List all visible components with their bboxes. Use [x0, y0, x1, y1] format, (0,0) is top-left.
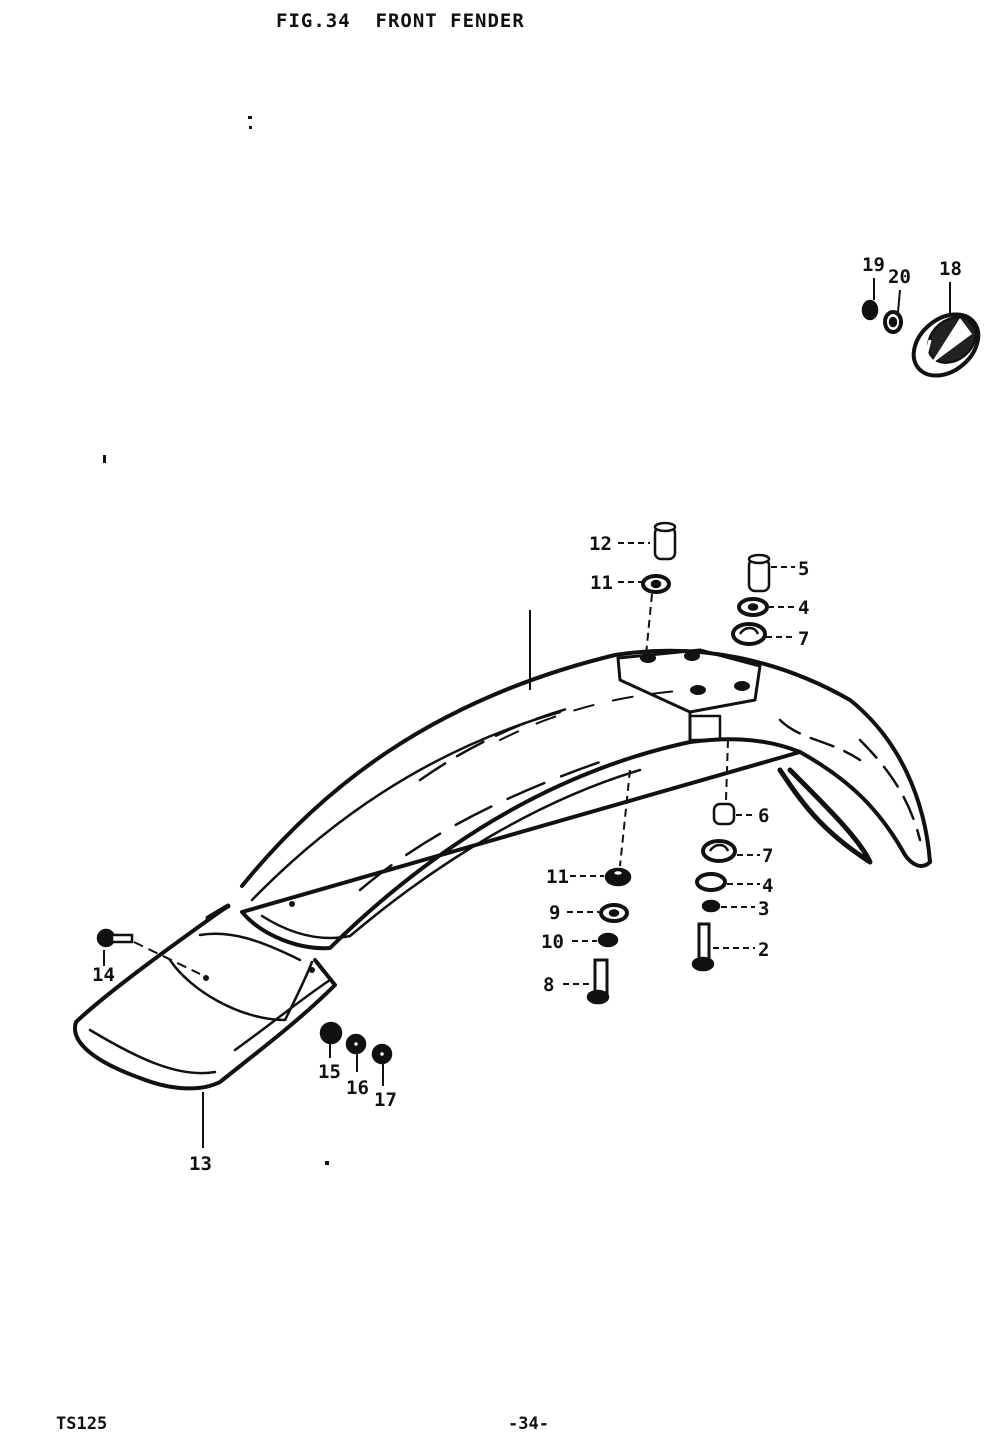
callout-4-lower: 4	[762, 875, 773, 897]
fender-mounting-holes	[289, 651, 750, 907]
part-11-lower-grommet	[604, 867, 632, 887]
callout-13: 13	[189, 1153, 212, 1175]
page-number: -34-	[508, 1414, 549, 1434]
part-7-upper-cushion	[731, 622, 767, 646]
part-4-lower-washer	[695, 872, 727, 892]
part-11-upper-grommet	[641, 574, 671, 594]
part-20-washer	[883, 310, 903, 334]
part-6-collar	[712, 802, 736, 826]
front-fender	[240, 648, 932, 951]
callout-19: 19	[862, 254, 885, 276]
callout-3: 3	[758, 898, 769, 920]
callout-20: 20	[888, 266, 911, 288]
part-5-collar	[747, 553, 771, 593]
part-2-bolt	[691, 922, 715, 972]
mud-flap	[73, 903, 337, 1091]
hardware-parts	[96, 299, 981, 1065]
callout-2: 2	[758, 939, 769, 961]
callout-11-upper: 11	[590, 572, 613, 594]
part-19-nut	[861, 299, 879, 321]
scan-specks	[103, 116, 329, 1165]
part-4-upper-washer	[737, 597, 769, 617]
leader-lines	[103, 278, 951, 1148]
callout-8: 8	[543, 974, 554, 996]
callout-14: 14	[92, 964, 115, 986]
callout-16: 16	[346, 1077, 369, 1099]
callout-6: 6	[758, 805, 769, 827]
callout-15: 15	[318, 1061, 341, 1083]
callout-17: 17	[374, 1089, 397, 1111]
callout-9: 9	[549, 902, 560, 924]
part-10-lock-washer	[597, 932, 619, 948]
part-16-washer	[345, 1033, 367, 1055]
callout-7-upper: 7	[798, 628, 809, 650]
part-18-reflector	[911, 312, 981, 378]
callout-12: 12	[589, 533, 612, 555]
figure-title: FIG.34 FRONT FENDER	[276, 10, 525, 32]
callout-labels: 12 11 5 4 7 6 7 4 3 2 11 9 10 8 14 13 15…	[92, 254, 962, 1175]
part-3-lock-washer	[701, 899, 721, 913]
callout-10: 10	[541, 931, 564, 953]
callout-18: 18	[939, 258, 962, 280]
callout-1: 1	[524, 604, 525, 606]
part-17-nut	[371, 1043, 393, 1065]
part-8-bolt	[586, 958, 610, 1005]
callout-11-lower: 11	[546, 866, 569, 888]
part-7-lower-cushion	[701, 839, 737, 863]
part-14-screw	[96, 928, 134, 948]
callout-4-upper: 4	[798, 597, 809, 619]
part-15-nut	[319, 1021, 343, 1045]
model-code: TS125	[56, 1414, 108, 1434]
callout-7-lower: 7	[762, 845, 773, 867]
callout-5: 5	[798, 558, 809, 580]
part-9-washer	[599, 903, 629, 923]
part-12-collar	[653, 521, 677, 561]
